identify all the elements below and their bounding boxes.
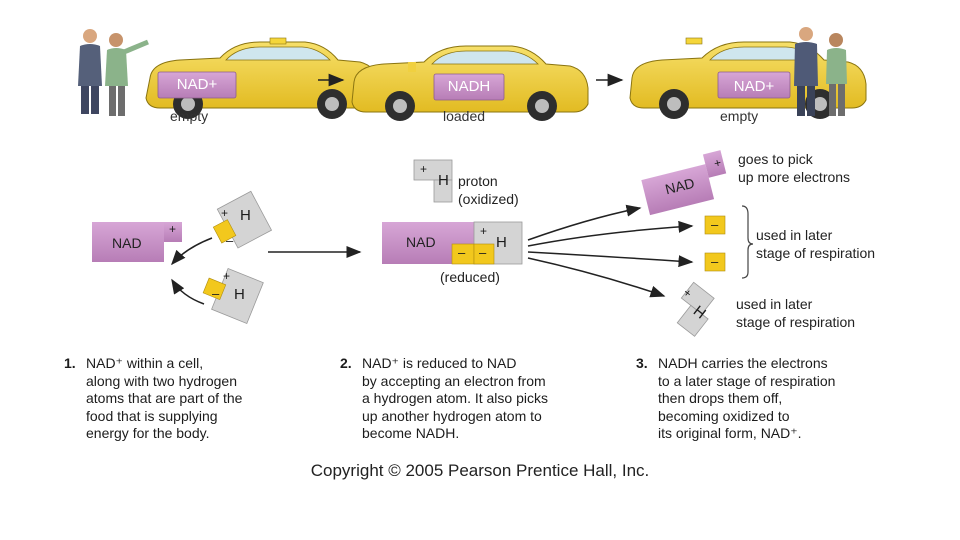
proton-h: H: [438, 172, 449, 189]
bracket: [741, 205, 754, 279]
step-1-number: 1.: [64, 355, 76, 371]
proton-plus: +: [420, 162, 428, 176]
arrow-to-h-right: [527, 257, 666, 298]
arrow-to-nad-right: [527, 204, 642, 241]
person-woman-3: [826, 33, 847, 116]
arrow-to-electron-2: [527, 251, 694, 268]
electron-box-2: [473, 243, 495, 265]
door-plate-1: [157, 71, 237, 99]
nadh-plus: +: [480, 224, 488, 238]
copyright-notice: Copyright © 2005 Pearson Prentice Hall, …: [310, 461, 650, 480]
hydrogen-atom-right: [676, 281, 715, 337]
used-later-label-2: used in later stage of respiration: [736, 296, 856, 330]
h-bottom-plus: +: [223, 269, 231, 283]
arrow-to-electron-1: [527, 220, 694, 247]
electron-box-right-1: [704, 215, 726, 235]
nad-left-label: NAD: [112, 235, 142, 251]
nadh-h: H: [496, 234, 507, 251]
step-2-number: 2.: [340, 355, 352, 371]
taxi-car-1: [145, 37, 381, 119]
electron-right-minus-1: –: [711, 217, 719, 232]
nad-left-plus: +: [169, 222, 177, 236]
step-3-text: NADH carries the electrons to a later st…: [658, 355, 836, 442]
used-later-label-1: used in later stage of respiration: [756, 227, 876, 261]
h-top-label: H: [240, 207, 251, 224]
car-1-plate: NAD+: [176, 76, 218, 93]
nad-right-molecule: [641, 150, 727, 216]
car-3-plate: NAD+: [733, 78, 775, 95]
step-2: 2. NAD⁺ is reduced to NAD by accepting a…: [340, 355, 610, 447]
h-bottom-minus: –: [212, 286, 220, 301]
nadh-minus-2: –: [479, 245, 487, 260]
nadh-minus-1: –: [458, 245, 466, 260]
arrow-h-bottom-to-nad: [171, 278, 205, 305]
nad-left-block: [92, 222, 164, 262]
door-plate-3: [717, 71, 791, 99]
h-top-plus: +: [221, 206, 229, 220]
nad-left-tab: [164, 222, 182, 242]
person-man-3: [794, 27, 818, 116]
step-3-number: 3.: [636, 355, 648, 371]
h-bottom-label: H: [234, 286, 245, 303]
arrow-h-top-to-nad: [171, 237, 213, 266]
step-1-text: NAD⁺ within a cell, along with two hydro…: [86, 355, 243, 442]
car-2-plate: NADH: [447, 78, 491, 95]
car-3-caption: empty: [720, 108, 759, 124]
step-3: 3. NADH carries the electrons to a later…: [636, 355, 896, 447]
hydrogen-atom-bottom: [202, 267, 264, 325]
car-2-caption: loaded: [443, 108, 486, 124]
proton-atom: [413, 159, 453, 203]
h-top-minus: –: [226, 233, 234, 248]
step-2-text: NAD⁺ is reduced to NAD by accepting an e…: [362, 355, 548, 442]
step-1: 1. NAD⁺ within a cell, along with two hy…: [64, 355, 314, 447]
nadh-molecule: [382, 221, 523, 265]
taxi-car-2: [351, 45, 589, 121]
person-man-1: [78, 29, 102, 114]
nad-center-label: NAD: [406, 234, 436, 250]
electron-box-right-2: [704, 252, 726, 272]
door-plate-2: [433, 73, 505, 101]
person-woman-1: [105, 33, 149, 116]
electron-right-minus-2: –: [711, 254, 719, 269]
goes-to-pick-label: goes to pick up more electrons: [738, 151, 851, 185]
hydrogen-atom-top: [212, 190, 273, 249]
car-1-caption: empty: [170, 108, 209, 124]
proton-label: proton (oxidized): [458, 173, 519, 207]
reduced-label: (reduced): [440, 269, 500, 285]
